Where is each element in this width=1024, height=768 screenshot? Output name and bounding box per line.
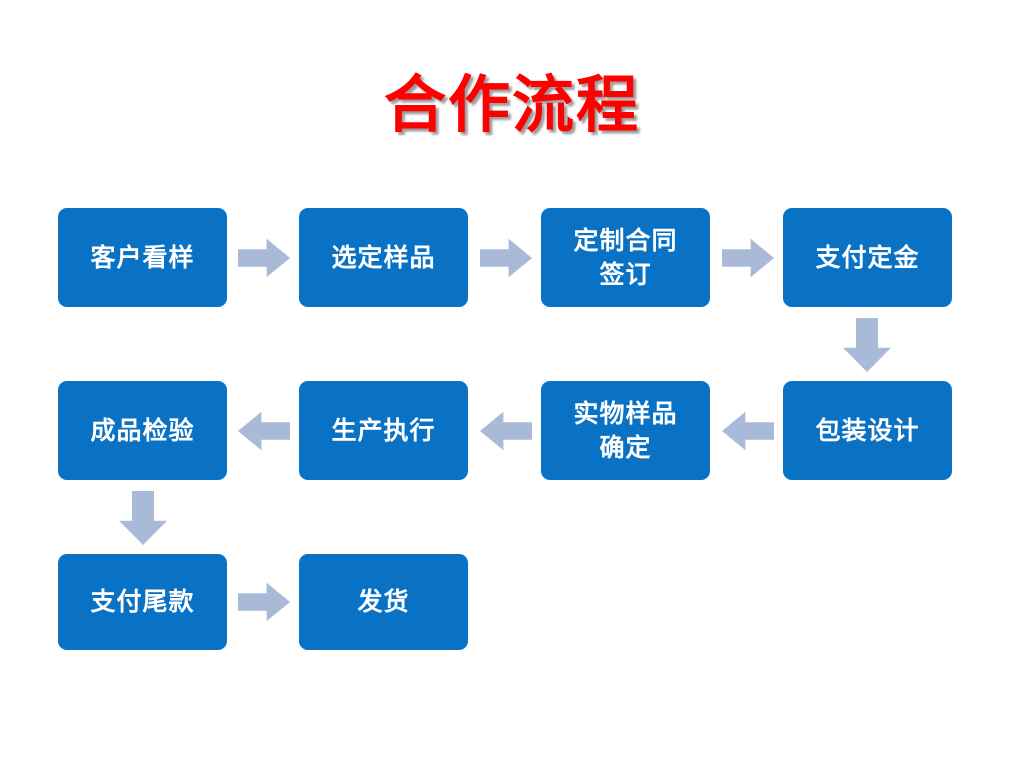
arrow-left-icon-a6 <box>480 411 532 451</box>
process-node-n9[interactable]: 支付尾款 <box>58 554 227 650</box>
process-node-n2-line-1: 选定样品 <box>331 242 436 272</box>
arrow-right-icon-a9 <box>238 582 290 622</box>
arrow-down-icon-a4 <box>843 318 891 372</box>
process-node-n2[interactable]: 选定样品 <box>299 208 468 307</box>
page-title: 合作流程 <box>383 68 640 141</box>
process-node-n4-line-1: 支付定金 <box>815 242 920 272</box>
process-node-n9-line-1: 支付尾款 <box>90 587 195 616</box>
process-node-n8-line-1: 包装设计 <box>815 415 920 445</box>
arrow-right-icon-a1 <box>238 238 290 278</box>
process-node-n8[interactable]: 包装设计 <box>783 381 952 480</box>
process-node-n7-label: 实物样品 确定 <box>573 397 677 465</box>
process-node-n10-line-1: 发货 <box>357 587 410 616</box>
process-node-n3-line-1: 定制合同 <box>573 225 678 255</box>
process-node-n3[interactable]: 定制合同 签订 <box>541 208 710 307</box>
arrow-down-icon-a8 <box>119 491 167 545</box>
arrow-right-icon-a3 <box>722 238 774 278</box>
process-node-n4[interactable]: 支付定金 <box>783 208 952 307</box>
process-node-n7-line-1: 实物样品 <box>573 398 678 428</box>
arrow-left-icon-a7 <box>238 411 290 451</box>
process-node-n1-line-1: 客户看样 <box>90 242 195 272</box>
process-node-n3-line-2: 签订 <box>599 259 652 289</box>
process-node-n10[interactable]: 发货 <box>299 554 468 650</box>
process-node-n7-line-2: 确定 <box>599 432 652 462</box>
process-node-n1[interactable]: 客户看样 <box>58 208 227 307</box>
process-node-n7[interactable]: 实物样品 确定 <box>541 381 710 480</box>
process-node-n6[interactable]: 生产执行 <box>299 381 468 480</box>
process-node-n6-line-1: 生产执行 <box>331 415 436 445</box>
arrow-right-icon-a2 <box>480 238 532 278</box>
process-node-n5-line-1: 成品检验 <box>90 415 195 445</box>
process-node-n5[interactable]: 成品检验 <box>58 381 227 480</box>
process-node-n3-label: 定制合同 签订 <box>573 224 677 292</box>
arrow-left-icon-a5 <box>722 411 774 451</box>
